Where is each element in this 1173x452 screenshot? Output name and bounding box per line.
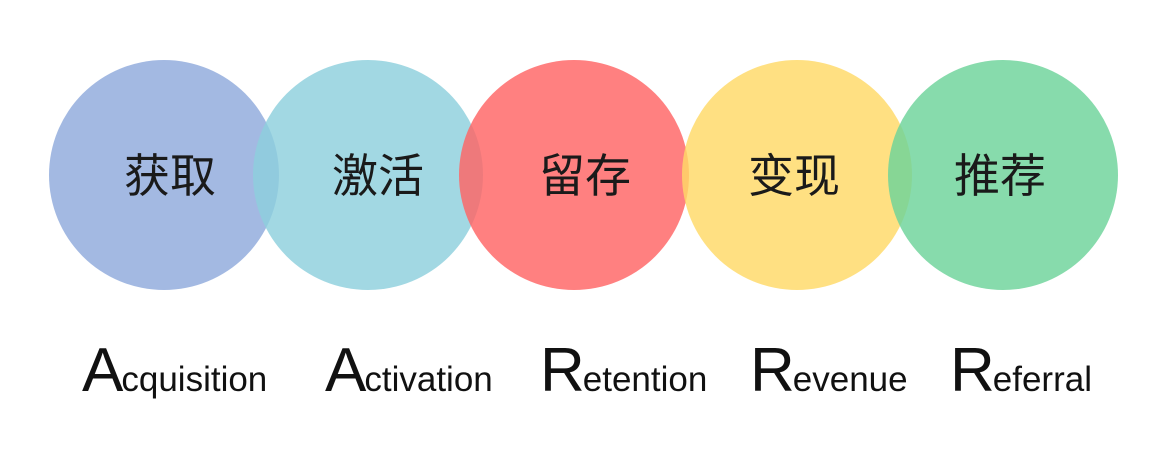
label-rest: eferral	[992, 360, 1092, 399]
aarrr-funnel-diagram: 获取 激活 留存 变现 推荐	[49, 60, 1118, 290]
label-referral: Referral	[950, 340, 1092, 402]
label-initial: R	[540, 336, 585, 405]
label-rest: ctivation	[364, 360, 493, 399]
stage-cn-activation: 激活	[332, 149, 424, 203]
label-acquisition: Acquisition	[82, 340, 267, 402]
stage-circles	[49, 60, 1118, 290]
label-revenue: Revenue	[750, 340, 908, 402]
label-initial: R	[950, 336, 995, 405]
stage-cn-retention: 留存	[539, 149, 631, 203]
stage-chinese-labels: 获取 激活 留存 变现 推荐	[124, 149, 1046, 203]
label-retention: Retention	[540, 340, 707, 402]
label-rest: cquisition	[121, 360, 268, 399]
label-initial: A	[325, 336, 367, 405]
stage-english-labels: Acquisition Activation Retention Revenue…	[0, 340, 1173, 420]
label-rest: evenue	[792, 360, 908, 399]
stage-cn-referral: 推荐	[954, 149, 1046, 203]
stage-cn-revenue: 变现	[748, 149, 840, 203]
label-initial: R	[750, 336, 795, 405]
label-initial: A	[82, 336, 124, 405]
label-rest: etention	[582, 360, 708, 399]
stage-cn-acquisition: 获取	[124, 149, 216, 203]
circle-activation	[253, 60, 483, 290]
circle-retention	[459, 60, 689, 290]
label-activation: Activation	[325, 340, 493, 402]
circle-acquisition	[49, 60, 279, 290]
circle-revenue	[682, 60, 912, 290]
circle-referral	[888, 60, 1118, 290]
